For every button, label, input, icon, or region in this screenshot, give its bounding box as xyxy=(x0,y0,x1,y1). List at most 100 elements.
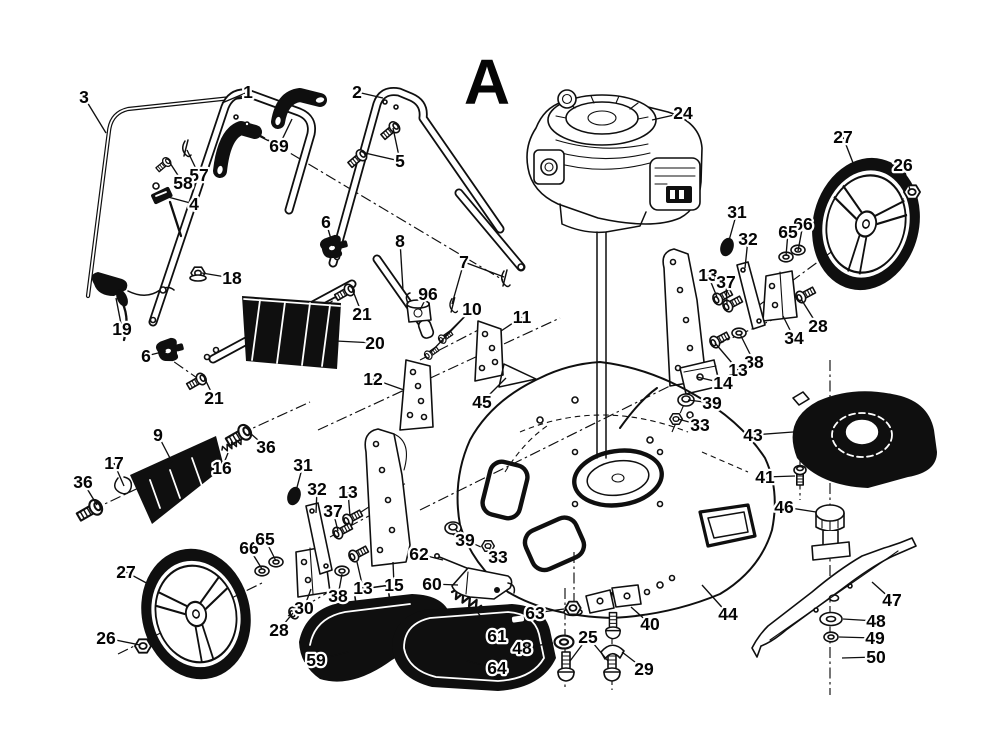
fasteners xyxy=(73,118,921,682)
leader-line xyxy=(201,272,233,279)
front-wheel xyxy=(141,548,251,680)
leader-line xyxy=(782,315,795,339)
leader-line xyxy=(145,350,167,357)
cable-adjuster-4 xyxy=(151,182,183,238)
leader-line xyxy=(125,571,153,587)
part-callout-45: 45 xyxy=(472,392,492,412)
part-callout-28: 28 xyxy=(808,316,828,336)
leader-line xyxy=(677,418,701,426)
leader-line xyxy=(221,91,249,104)
part-callout-40: 40 xyxy=(640,614,660,634)
part-callout-21: 21 xyxy=(204,388,224,408)
figure-letter: A xyxy=(464,46,510,118)
part-callout-10: 10 xyxy=(462,299,482,319)
leader-line xyxy=(332,510,339,532)
part-callout-61: 61 xyxy=(487,626,507,646)
part-callout-4: 4 xyxy=(189,194,199,214)
part-callout-8: 8 xyxy=(395,231,405,251)
engine xyxy=(526,89,703,459)
leader-line xyxy=(744,238,749,269)
rear-baffle xyxy=(242,296,341,369)
part-callout-36: 36 xyxy=(73,472,93,492)
part-callout-18: 18 xyxy=(222,268,242,288)
leader-line xyxy=(249,432,267,448)
part-callout-38: 38 xyxy=(328,586,348,606)
foam-grips xyxy=(213,88,327,178)
brake-lever-60 xyxy=(451,567,516,600)
part-callout-48: 48 xyxy=(866,611,886,631)
leader-line xyxy=(186,149,200,176)
part-callout-20: 20 xyxy=(365,333,385,353)
part-callout-27: 27 xyxy=(833,127,852,147)
part-callout-32: 32 xyxy=(738,229,758,249)
leader-line xyxy=(696,376,724,384)
part-callout-39: 39 xyxy=(702,393,722,413)
leader-line xyxy=(399,240,404,291)
leader-line xyxy=(707,274,718,298)
part-callout-57: 57 xyxy=(189,165,208,185)
part-callout-36: 36 xyxy=(256,437,276,457)
part-callout-46: 46 xyxy=(774,497,794,517)
part-callout-59: 59 xyxy=(306,650,326,670)
part-callout-13: 13 xyxy=(698,265,718,285)
mulch-plug xyxy=(392,604,556,691)
part-callout-27: 27 xyxy=(116,562,135,582)
part-callout-65: 65 xyxy=(255,529,275,549)
part-callout-63: 63 xyxy=(525,603,545,623)
part-callout-11: 11 xyxy=(513,307,532,327)
part-callout-47: 47 xyxy=(882,590,901,610)
leader-line xyxy=(521,642,554,649)
part-callout-15: 15 xyxy=(384,575,404,595)
leader-line xyxy=(841,656,877,659)
part-callout-64: 64 xyxy=(487,658,507,678)
part-callout-29: 29 xyxy=(634,659,654,679)
part-callout-13: 13 xyxy=(728,360,748,380)
handle-knob-19 xyxy=(91,272,175,342)
part-callout-69: 69 xyxy=(269,136,289,156)
part-callout-25: 25 xyxy=(578,627,598,647)
leader-line xyxy=(419,293,429,311)
leader-line xyxy=(347,491,351,517)
leader-line xyxy=(842,136,856,169)
part-callout-1: 1 xyxy=(243,82,253,102)
leader-line xyxy=(902,164,911,191)
part-callout-50: 50 xyxy=(866,647,886,667)
leader-line xyxy=(264,538,277,562)
part-callout-9: 9 xyxy=(153,425,163,445)
leader-line xyxy=(278,612,294,631)
leader-line xyxy=(356,91,384,99)
leader-line xyxy=(392,561,395,586)
part-callout-62: 62 xyxy=(409,544,429,564)
leader-line xyxy=(454,528,466,541)
leader-line xyxy=(797,223,804,252)
leader-line xyxy=(687,399,713,404)
leader-line xyxy=(783,506,817,513)
leader-line xyxy=(451,261,465,305)
leader-line xyxy=(115,297,123,330)
part-callout-66: 66 xyxy=(793,214,813,234)
leader-line xyxy=(621,651,645,670)
debris-shield xyxy=(792,391,937,488)
part-callout-41: 41 xyxy=(755,467,775,487)
leader-line xyxy=(714,342,739,371)
leader-line xyxy=(337,573,343,597)
leader-line xyxy=(113,462,125,487)
leader-line xyxy=(429,308,473,354)
leader-line xyxy=(569,636,589,662)
leader-line xyxy=(481,377,507,403)
leader-line xyxy=(315,488,318,514)
leader-line xyxy=(651,112,684,121)
cable-clamp-96 xyxy=(405,292,432,323)
part-callout-96: 96 xyxy=(418,284,438,304)
part-callout-6: 6 xyxy=(321,212,331,232)
leader-line xyxy=(248,547,263,570)
leader-line xyxy=(392,127,401,162)
leader-line xyxy=(303,588,312,609)
support-brackets xyxy=(287,237,798,598)
leader-line xyxy=(630,606,651,625)
part-callout-65: 65 xyxy=(778,222,798,242)
part-callout-31: 31 xyxy=(727,202,747,222)
